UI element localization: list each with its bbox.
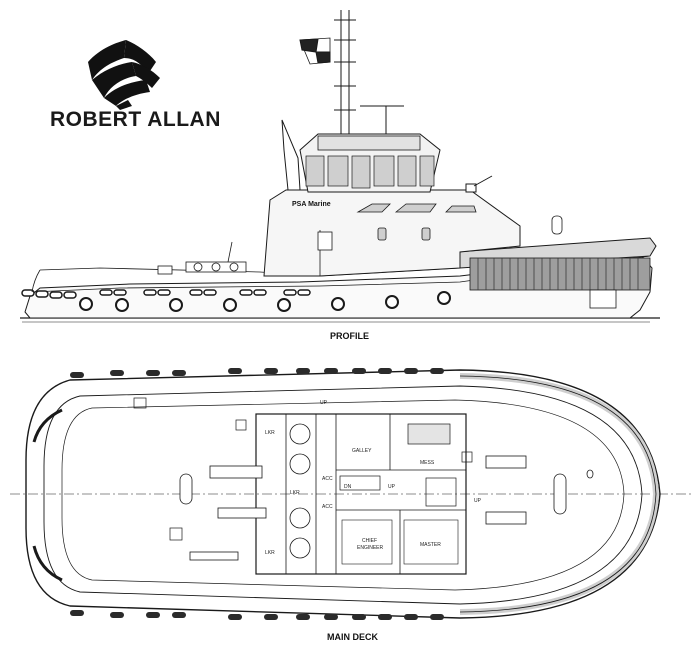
- house-windows: [356, 203, 477, 241]
- main-deck-view-label: MAIN DECK: [327, 632, 378, 642]
- side-tyre-fenders: [79, 291, 451, 312]
- deck-winch: [179, 465, 267, 561]
- flag-icon: [299, 37, 331, 65]
- company-name: ROBERT ALLAN: [50, 108, 221, 131]
- stern-fender: [455, 237, 657, 291]
- fire-monitor: [465, 175, 493, 193]
- stair-dn-label: DN: [344, 484, 352, 490]
- chief-engineer-label-line1: CHIEF: [362, 538, 377, 544]
- profile-view: PSA Marine: [20, 10, 660, 323]
- galley-label: GALLEY: [352, 448, 372, 454]
- exhaust-stack: [281, 119, 301, 191]
- striped-shell-logo-icon: [88, 40, 160, 110]
- mast: [334, 10, 404, 134]
- access-label-1: ACC: [322, 476, 333, 482]
- stair-up-label-3: UP: [474, 498, 482, 504]
- wheelhouse-windows: [305, 155, 435, 189]
- deck-bottom-fenders: [70, 610, 444, 620]
- stair-up-label-2: UP: [388, 484, 396, 490]
- mess-label: MESS: [420, 460, 435, 466]
- chief-engineer-label-line2: ENGINEER: [357, 545, 384, 551]
- operator-mark: PSA Marine: [292, 201, 331, 208]
- profile-view-label: PROFILE: [330, 331, 370, 341]
- stern-winch: [485, 455, 594, 525]
- locker-label-c: LKR: [265, 550, 275, 556]
- stair-up-label-1: UP: [320, 400, 328, 406]
- main-deck-view: GALLEY MESS CHIEF ENGINEER MASTER LKR LK…: [10, 368, 692, 620]
- deck-top-fenders: [70, 368, 444, 378]
- locker-label-a: LKR: [265, 430, 275, 436]
- access-label-2: ACC: [322, 504, 333, 510]
- deckhouse: [255, 413, 467, 575]
- locker-label-b: LKR: [290, 490, 300, 496]
- bow-winch: [157, 241, 247, 275]
- master-label: MASTER: [420, 542, 441, 548]
- bow-fenders: [21, 289, 311, 299]
- deck-hull-outline: [25, 369, 661, 619]
